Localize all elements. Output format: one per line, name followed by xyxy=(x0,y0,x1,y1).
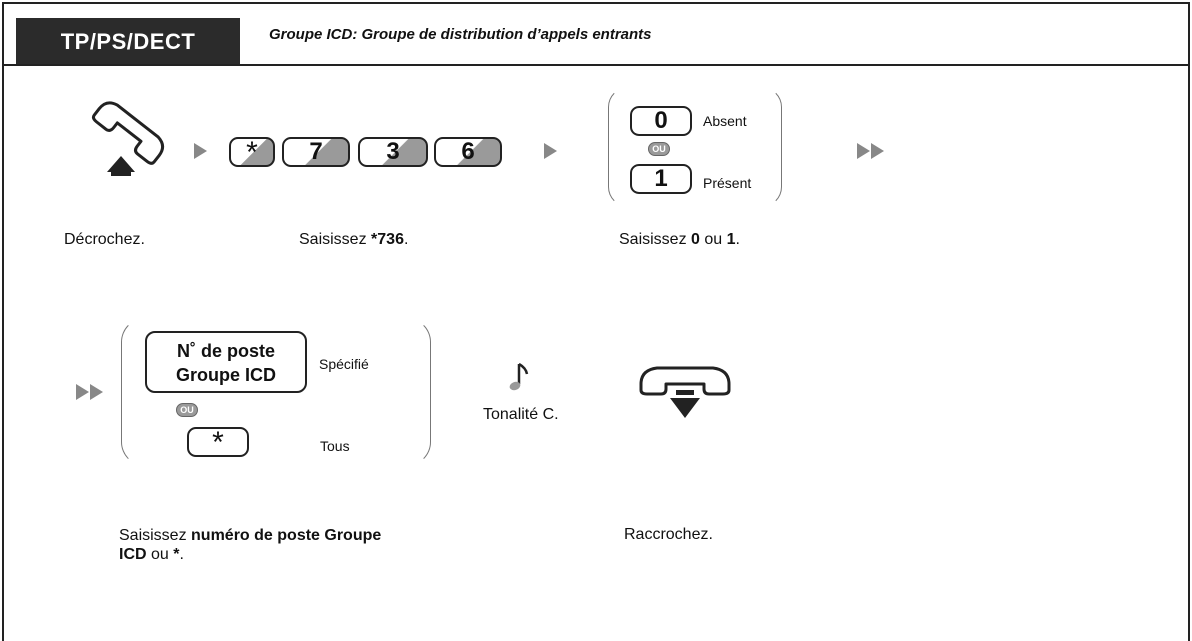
play-arrow-icon xyxy=(194,143,207,159)
tone-note-icon xyxy=(509,362,529,391)
key-0: 0 xyxy=(630,106,692,136)
caption-enter-extension: Saisissez numéro de poste Groupe ICD ou … xyxy=(119,527,382,563)
key-6: 6 xyxy=(434,137,502,167)
right-parenthesis xyxy=(760,87,782,207)
key-7: 7 xyxy=(282,137,350,167)
option-all-label: Tous xyxy=(320,438,350,454)
play-arrow-icon xyxy=(544,143,557,159)
double-play-arrow-icon xyxy=(857,143,870,159)
left-parenthesis xyxy=(121,318,147,466)
star-key: * xyxy=(229,137,275,168)
page-title: Groupe ICD: Groupe de distribution d’app… xyxy=(269,26,652,43)
option-absent-label: Absent xyxy=(703,113,747,129)
ou-badge: OU xyxy=(648,142,670,156)
option-present-label: Présent xyxy=(703,175,752,191)
star-key: * xyxy=(187,427,249,458)
key-1: 1 xyxy=(630,164,692,194)
ext-line-2: Groupe ICD xyxy=(175,365,276,385)
caption-onhook: Raccrochez. xyxy=(624,526,713,543)
ou-badge: OU xyxy=(176,403,198,417)
option-specified-label: Spécifié xyxy=(319,356,369,372)
key-3: 3 xyxy=(358,137,428,167)
handset-onhook-icon xyxy=(639,366,731,418)
ext-line-1: N˚ de poste xyxy=(176,341,275,361)
extension-number-box: N˚ de poste Groupe ICD xyxy=(145,331,307,393)
caption-enter-code: Saisissez *736. xyxy=(299,231,409,248)
left-parenthesis xyxy=(608,87,630,207)
right-parenthesis xyxy=(405,318,431,466)
handset-offhook-icon xyxy=(91,101,165,176)
double-play-arrow-icon xyxy=(76,384,89,400)
terminal-badge: TP/PS/DECT xyxy=(16,18,240,65)
header-divider xyxy=(2,64,1190,66)
caption-offhook: Décrochez. xyxy=(64,231,145,248)
tone-label: Tonalité C. xyxy=(483,406,559,423)
caption-enter-01: Saisissez 0 ou 1. xyxy=(619,231,740,248)
